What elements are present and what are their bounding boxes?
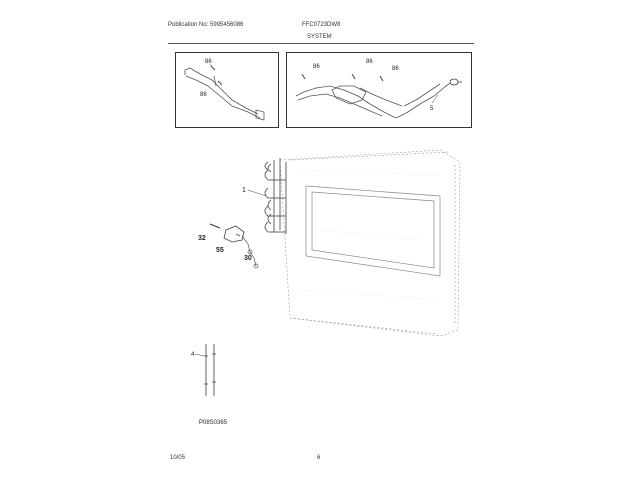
callout-86: 86	[205, 59, 212, 65]
capillary-tube	[241, 235, 259, 269]
cabinet-wall-texture	[299, 169, 441, 301]
inset-right-wiring	[295, 81, 453, 119]
callout-86: 86	[392, 66, 399, 72]
figure-code: P08S0365	[199, 420, 228, 426]
footer-page-number: 6	[317, 455, 321, 461]
callout-32: 32	[198, 235, 206, 242]
screw-icon	[209, 223, 221, 229]
cabinet-opening	[305, 185, 441, 277]
inset-left-wiring	[184, 67, 265, 121]
callout-5: 5	[430, 106, 434, 112]
header-rule	[168, 43, 474, 44]
evaporator-coil	[264, 158, 287, 234]
callout-86: 86	[200, 92, 207, 98]
callout-55: 55	[216, 247, 224, 254]
tubing-part	[204, 344, 216, 396]
cabinet-outline	[279, 149, 461, 337]
screw-icon	[210, 65, 223, 86]
callout-86: 86	[366, 59, 373, 65]
callout-86: 86	[313, 64, 320, 70]
model-number: FFC0723DW8	[302, 22, 341, 28]
inset-left-box	[175, 52, 279, 128]
connector-plug-icon	[449, 78, 462, 86]
footer-date: 10/05	[170, 455, 186, 461]
thermostat-icon	[223, 225, 245, 243]
callout-4: 4	[191, 352, 195, 358]
section-title: SYSTEM	[307, 34, 332, 40]
callout-1: 1	[242, 187, 246, 194]
screw-icon	[301, 73, 384, 82]
publication-number: Publication No: 5995456086	[168, 22, 244, 28]
callout-30: 30	[244, 255, 252, 262]
